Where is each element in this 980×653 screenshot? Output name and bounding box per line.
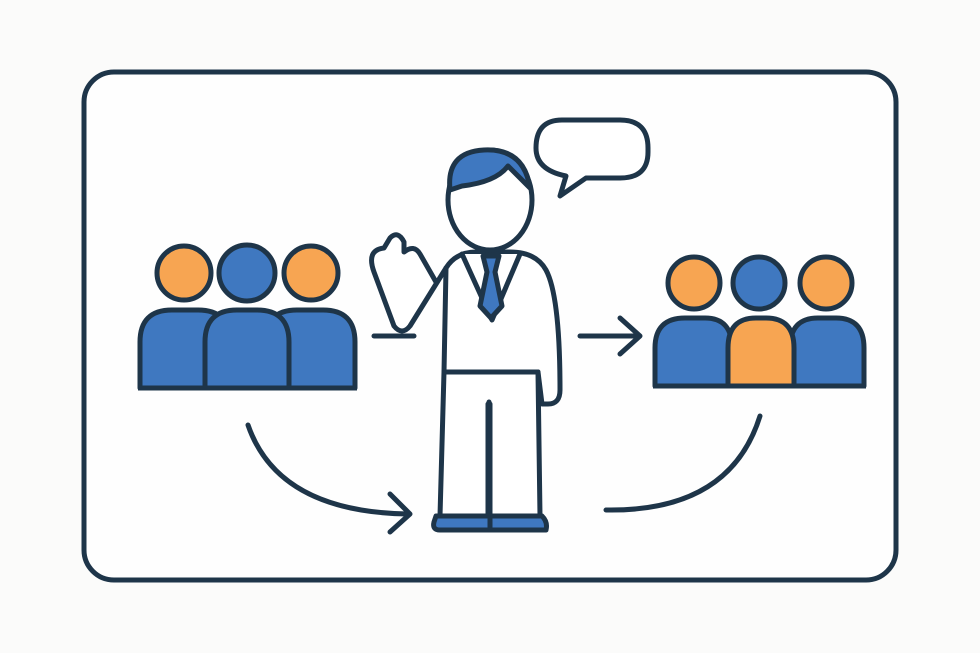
curved-return-line-icon [603,413,763,513]
right-group-body-3 [787,315,867,389]
presenter-left-shoe [431,513,493,533]
right-group-body-2 [725,315,797,389]
left-group-head-1 [154,243,214,303]
presenter-hair [447,147,533,193]
speech-bubble-icon [533,117,651,199]
left-group-body-2 [202,307,292,391]
presenter-raised-hand [369,232,449,334]
right-group-body-1 [652,315,735,389]
left-group-head-3 [281,243,341,303]
presenter-person-icon [369,147,563,533]
presenter-right-shoe [487,513,549,533]
presenter-tie [477,253,505,321]
left-audience-group-icon [137,242,358,391]
curved-arrow-icon [245,422,413,535]
right-group-head-2 [730,254,788,312]
left-group-head-2 [216,242,278,304]
right-group-head-3 [797,254,855,312]
presenter-torso [441,249,563,407]
right-audience-group-icon [652,254,867,389]
right-group-head-1 [665,254,723,312]
arrow-out-of-presenter-icon [577,315,643,357]
